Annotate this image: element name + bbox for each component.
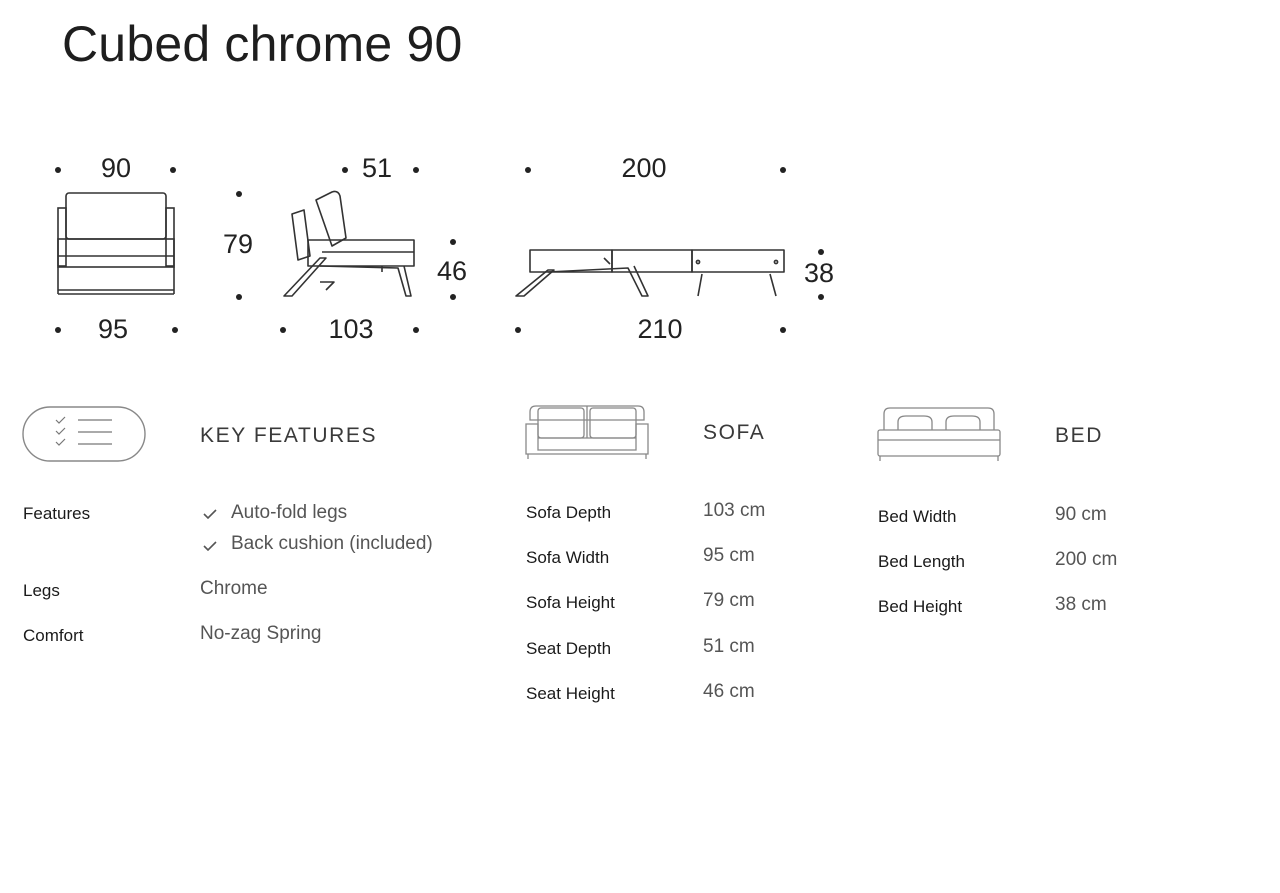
sofa-spec-label: Seat Height: [526, 684, 615, 703]
sofa-spec-value: 79 cm: [703, 590, 755, 611]
comfort-label: Comfort: [23, 626, 84, 645]
sofa-front-view-drawing: [52, 190, 182, 300]
dimension-dot: [818, 249, 824, 255]
check-icon: [203, 538, 217, 556]
dimension-dot: [170, 167, 176, 173]
dimension-dot: [236, 191, 242, 197]
sofa-side-view-drawing: [280, 186, 430, 301]
sofa-heading: SOFA: [703, 421, 766, 444]
bed-spec-value: 90 cm: [1055, 504, 1107, 525]
dimension-dot: [780, 167, 786, 173]
bed-spec-value: 200 cm: [1055, 549, 1118, 570]
legs-value: Chrome: [200, 578, 268, 599]
key-features-heading: KEY FEATURES: [200, 424, 378, 447]
bed-length-top: 200: [621, 153, 667, 183]
seat-depth-top: 51: [361, 153, 393, 183]
bed-spec-label: Bed Width: [878, 507, 957, 526]
bed-side-view-drawing: [514, 244, 794, 300]
seat-height-dimension: 46: [436, 256, 468, 286]
bed-spec-label: Bed Height: [878, 597, 963, 616]
front-width-top: 90: [100, 153, 132, 183]
dimension-dot: [450, 294, 456, 300]
sofa-height-dimension: 79: [222, 229, 254, 259]
sofa-spec-label: Sofa Width: [526, 548, 610, 567]
comfort-value: No-zag Spring: [200, 623, 322, 644]
dimension-dot: [413, 327, 419, 333]
sofa-spec-label: Sofa Height: [526, 593, 615, 612]
dimension-dot: [780, 327, 786, 333]
dimension-dot: [55, 167, 61, 173]
front-width-bottom: 95: [97, 314, 129, 344]
check-icon: [203, 506, 217, 524]
dimension-dot: [55, 327, 61, 333]
sofa-spec-label: Seat Depth: [526, 639, 612, 658]
bed-spec-label: Bed Length: [878, 552, 965, 571]
dimension-dot: [172, 327, 178, 333]
dimension-dot: [818, 294, 824, 300]
sofa-spec-value: 103 cm: [703, 500, 766, 521]
sofa-spec-value: 51 cm: [703, 636, 755, 657]
sofa-spec-value: 46 cm: [703, 681, 755, 702]
bed-length-bottom: 210: [637, 314, 683, 344]
sofa-spec-label: Sofa Depth: [526, 503, 612, 522]
bed-icon: [876, 404, 1002, 469]
dimension-dot: [515, 327, 521, 333]
bed-height-dimension: 38: [803, 258, 835, 288]
bed-spec-value: 38 cm: [1055, 594, 1107, 615]
feature-item: Auto-fold legs: [231, 502, 348, 523]
dimension-dot: [525, 167, 531, 173]
dimension-dot: [280, 327, 286, 333]
sofa-depth-bottom: 103: [328, 314, 374, 344]
dimension-dot: [413, 167, 419, 173]
feature-item: Back cushion (included): [231, 533, 433, 554]
bed-heading: BED: [1055, 424, 1103, 447]
checklist-icon: [22, 406, 146, 467]
sofa-icon: [524, 402, 650, 467]
features-label: Features: [23, 504, 91, 523]
product-title: Cubed chrome 90: [62, 16, 463, 72]
dimension-dot: [236, 294, 242, 300]
sofa-spec-value: 95 cm: [703, 545, 755, 566]
dimension-dot: [342, 167, 348, 173]
dimension-dot: [450, 239, 456, 245]
legs-label: Legs: [23, 581, 60, 600]
